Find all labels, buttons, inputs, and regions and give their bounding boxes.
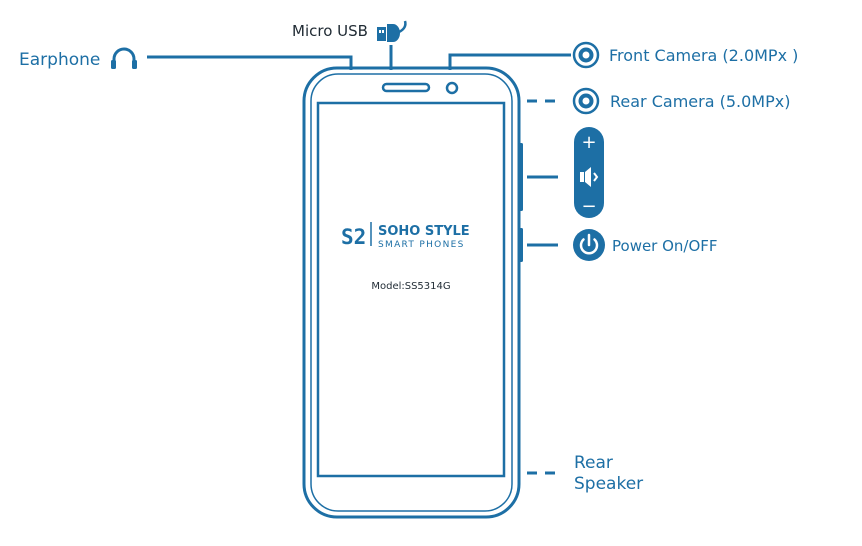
- rear-speaker-label-line1: Rear: [574, 453, 613, 473]
- leader-lines: [147, 45, 571, 475]
- earpiece: [381, 82, 431, 93]
- phone-screen: [316, 101, 506, 478]
- front-camera-label: Front Camera (2.0MPx ): [609, 46, 798, 65]
- front-camera-icon: [572, 41, 600, 69]
- micro-usb-label: Micro USB: [292, 22, 368, 40]
- brand-name: SOHO STYLE: [378, 224, 470, 239]
- front-camera-leader: [448, 53, 571, 70]
- phone-body: [302, 66, 523, 519]
- model-number: Model:SS5314G: [371, 281, 450, 292]
- volume-rocker: [518, 143, 523, 211]
- usb-plug-icon: [377, 20, 407, 42]
- volume-control-badge: + −: [574, 127, 604, 218]
- earphone-leader: [147, 55, 353, 70]
- rear-camera-label: Rear Camera (5.0MPx): [610, 92, 790, 111]
- rear-speaker-label-line2: Speaker: [574, 474, 643, 494]
- power-icon: [573, 229, 605, 261]
- power-label: Power On/OFF: [612, 237, 718, 255]
- rear-camera-icon: [572, 87, 600, 115]
- brand-logo: S2 SOHO STYLE SMART PHONES: [341, 222, 470, 250]
- speaker-icon: [580, 167, 599, 187]
- earphone-label: Earphone: [19, 50, 100, 70]
- brand-tagline: SMART PHONES: [378, 240, 465, 250]
- power-key: [518, 228, 523, 262]
- front-camera-lens: [445, 81, 459, 95]
- brand-mark: S2: [341, 225, 366, 249]
- earphone-icon: [112, 47, 136, 67]
- volume-minus-icon: −: [581, 196, 596, 217]
- volume-plus-icon: +: [581, 132, 596, 153]
